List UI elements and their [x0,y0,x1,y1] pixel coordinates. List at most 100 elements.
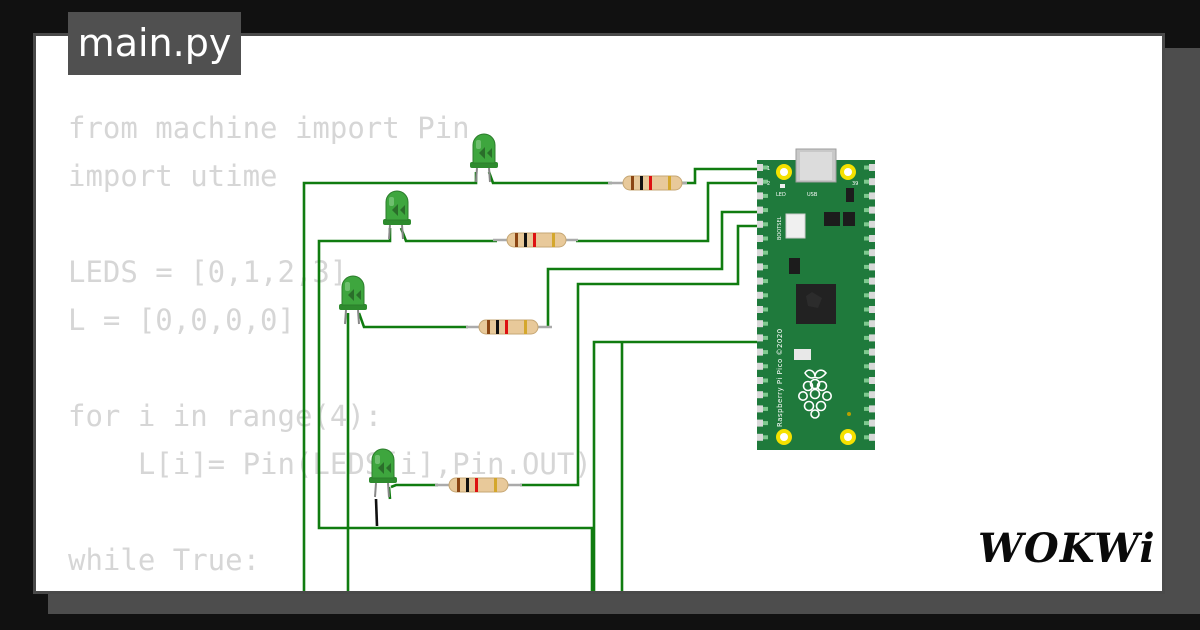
gpio-pin[interactable] [869,178,875,186]
gpio-pin[interactable] [757,206,763,214]
led-green[interactable] [339,275,367,325]
resistor[interactable] [466,319,552,335]
raspberry-pi-pico[interactable]: LED USB 1 2 39 BOOTSEL Raspberry Pi Pico… [757,148,875,450]
pin-pad [864,264,869,269]
bootsel-label: BOOTSEL [777,216,783,240]
gpio-pin[interactable] [869,334,875,342]
pin-number-2: 2 [767,181,770,187]
raspberry-logo-icon [797,369,832,419]
gpio-pin[interactable] [757,320,763,328]
gpio-pin[interactable] [869,164,875,171]
gpio-pin[interactable] [869,235,875,242]
gpio-pin[interactable] [757,405,763,413]
ground-wire[interactable] [374,498,379,527]
gpio-pin[interactable] [869,291,875,299]
pin-pad [864,250,869,255]
led-green[interactable] [369,448,397,498]
pin-pad [864,179,869,184]
chip [794,349,811,360]
wire[interactable] [576,181,768,243]
gpio-pin[interactable] [757,306,763,313]
pin-pad [763,208,768,213]
mounting-hole [776,164,792,180]
wire[interactable] [546,210,768,327]
chip [824,212,840,226]
bootsel-button[interactable] [785,213,806,239]
code-line: L[i]= Pin(LEDS[i],Pin.OUT) [68,447,592,481]
pin-pad [864,321,869,326]
pin-pad [763,236,768,241]
gpio-pin[interactable] [757,348,763,356]
gpio-pin[interactable] [869,362,875,370]
gpio-pin[interactable] [757,220,763,228]
gpio-pin[interactable] [757,291,763,299]
wire[interactable] [592,340,768,600]
gpio-pin[interactable] [869,306,875,313]
chip [843,212,855,226]
gpio-pin[interactable] [757,362,763,370]
gpio-pin[interactable] [869,192,875,200]
pin-pad [763,293,768,298]
pin-pad [864,208,869,213]
resistor[interactable] [435,477,522,493]
code-line: L = [0,0,0,0] [68,303,295,337]
pin-pad [763,179,768,184]
wire[interactable] [520,224,768,487]
code-line [68,344,592,392]
pin-pad [864,406,869,411]
gpio-pin[interactable] [757,164,763,171]
gpio-pin[interactable] [869,263,875,271]
gpio-pin[interactable] [869,206,875,214]
gpio-pin[interactable] [757,377,763,384]
gpio-pin[interactable] [869,249,875,257]
gpio-pin[interactable] [757,433,763,441]
gpio-pin[interactable] [757,419,763,427]
pin-pad [864,293,869,298]
file-tab[interactable]: main.py [68,12,241,75]
pin-header [864,164,875,441]
resistor[interactable] [608,175,687,191]
gpio-pin[interactable] [757,391,763,399]
gpio-pin[interactable] [757,277,763,285]
gpio-pin[interactable] [869,320,875,328]
pin-header [757,164,768,441]
gpio-pin[interactable] [757,192,763,200]
pin-pad [763,335,768,340]
pin-pad [763,264,768,269]
gpio-pin[interactable] [869,277,875,285]
wire[interactable] [357,312,468,329]
pin-pad [763,193,768,198]
gpio-pin[interactable] [757,334,763,342]
pin-pad [763,378,768,383]
gpio-pin[interactable] [869,377,875,384]
led-green[interactable] [383,190,411,240]
gpio-pin[interactable] [869,433,875,441]
wokwi-logo: WOKWi [978,525,1156,572]
test-point [847,412,851,416]
pin-pad [864,307,869,312]
gpio-pin[interactable] [869,391,875,399]
gpio-pin[interactable] [757,178,763,186]
gpio-pin[interactable] [757,249,763,257]
pin-pad [763,165,768,170]
resistor[interactable] [493,232,578,248]
code-line: LEDS = [0,1,2,3] [68,255,348,289]
pin-pad [763,364,768,369]
pin-number-1: 1 [767,166,770,172]
pin-pad [864,350,869,355]
gpio-pin[interactable] [869,405,875,413]
gpio-pin[interactable] [869,220,875,228]
led-green[interactable] [470,133,498,183]
wire[interactable] [390,483,438,489]
gpio-pin[interactable] [757,263,763,271]
pin-pad [763,392,768,397]
pin-pad [864,165,869,170]
gpio-pin[interactable] [869,348,875,356]
mounting-hole [840,429,856,445]
gpio-pin[interactable] [757,235,763,242]
usb-label: USB [807,192,818,198]
gpio-pin[interactable] [869,419,875,427]
pin-pad [864,193,869,198]
wire[interactable] [681,167,768,185]
pin-pad [864,222,869,227]
